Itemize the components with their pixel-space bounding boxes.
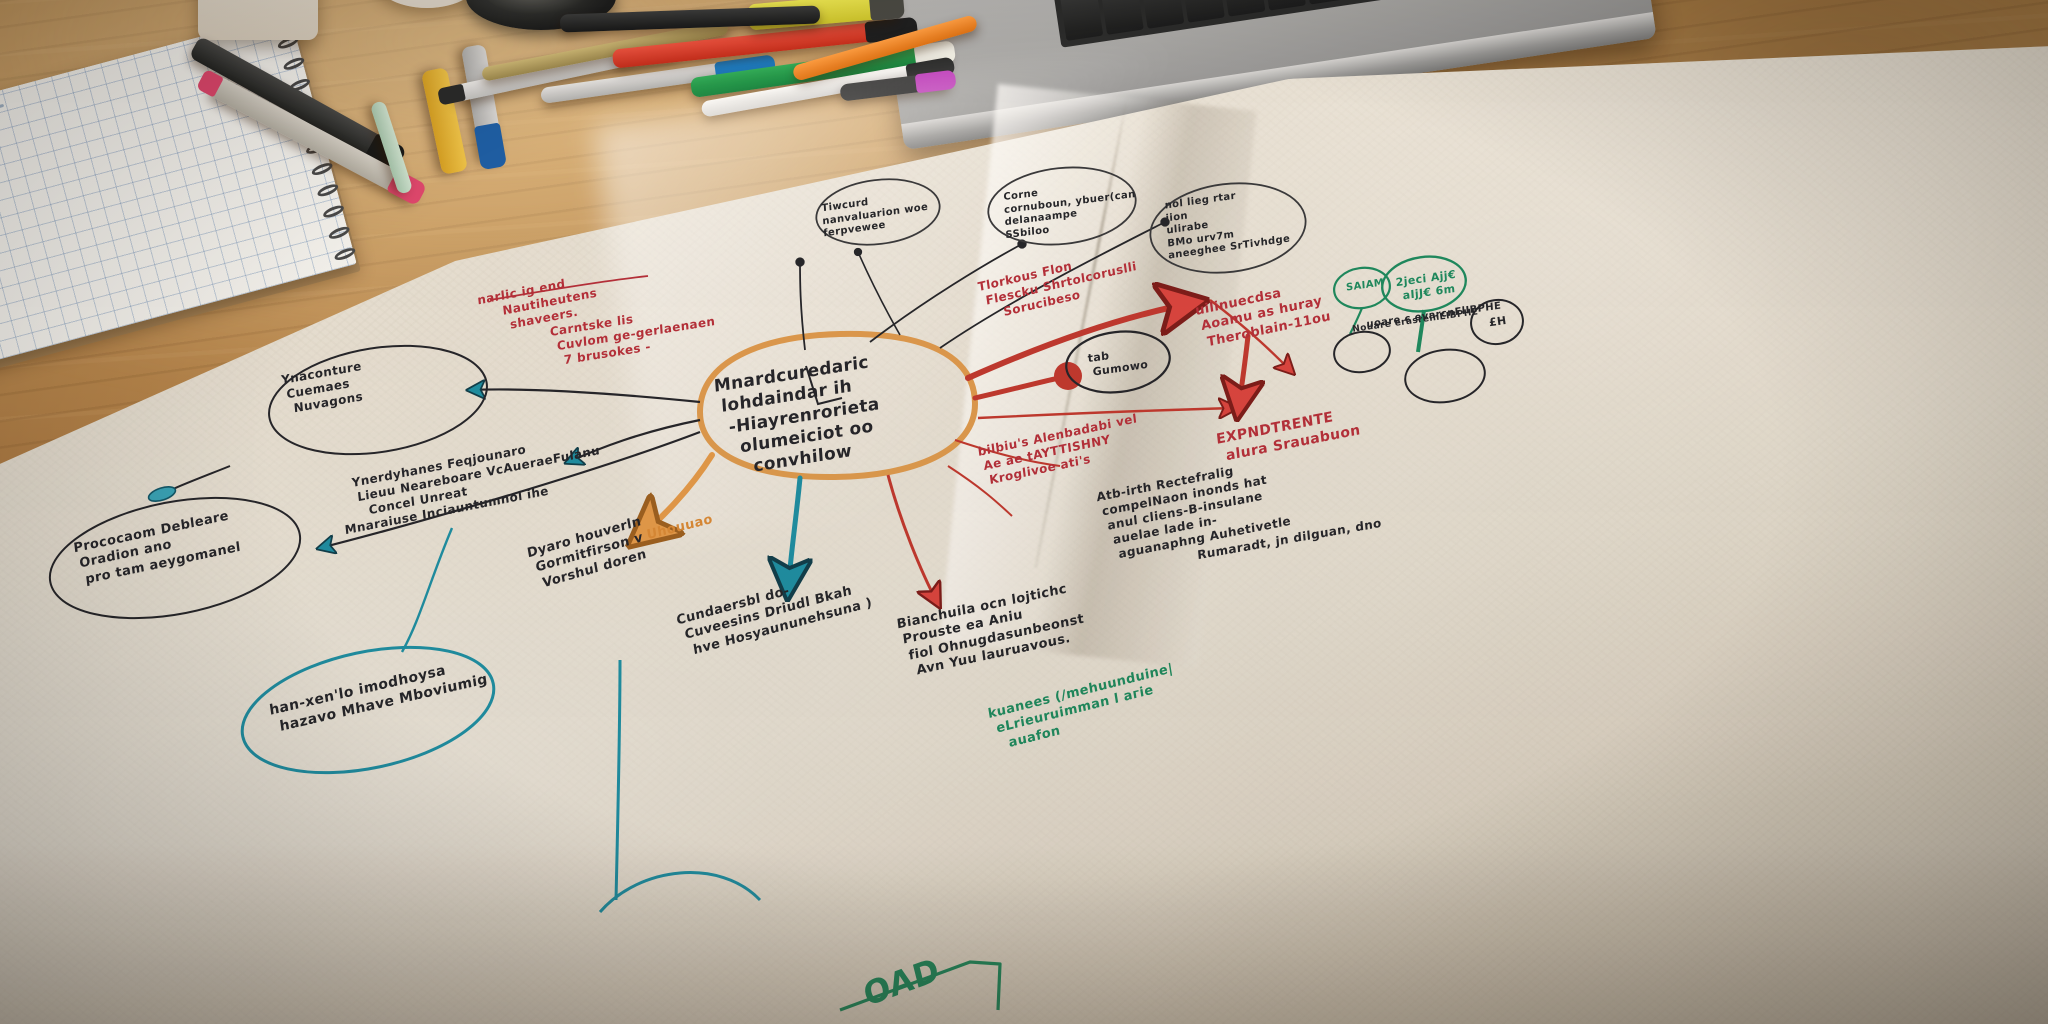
ceramic-cup	[372, 0, 482, 8]
notepad-scribble	[0, 103, 5, 128]
ceramic-mug	[198, 0, 318, 40]
node-right-4-text: £H	[1488, 313, 1508, 330]
